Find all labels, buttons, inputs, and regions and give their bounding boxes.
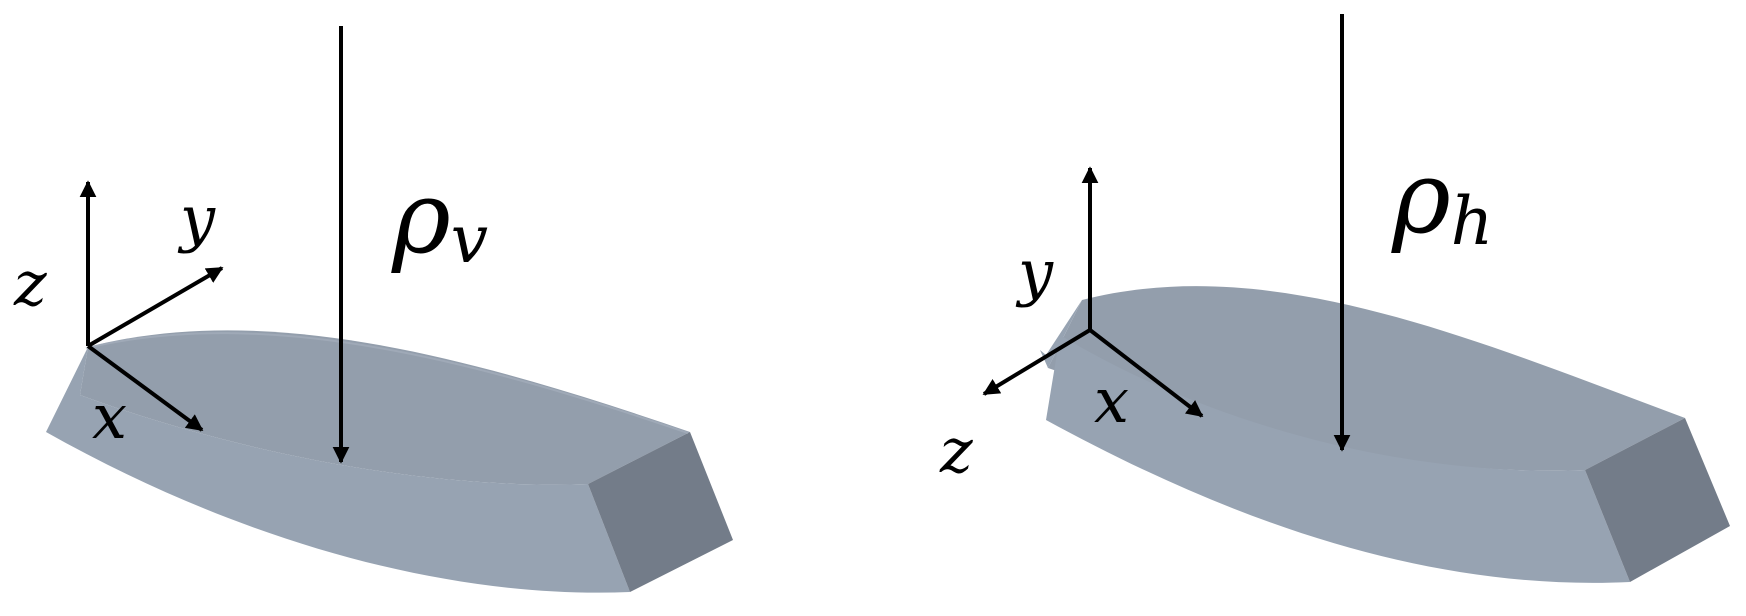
coordinate-axes-right: y z x — [939, 166, 1204, 487]
rho-subscript: v — [451, 201, 488, 278]
coordinate-axes-left: z y x — [13, 180, 224, 453]
beam-end-face — [588, 432, 733, 592]
beam-highlight — [85, 332, 689, 434]
rho-symbol: ρ — [391, 159, 451, 276]
rho-subscript: h — [1451, 183, 1494, 260]
beam-end-face — [1585, 418, 1730, 582]
left-panel: z y x ρv — [13, 26, 733, 593]
curvature-label-left: ρv — [391, 159, 488, 278]
x-axis-label: x — [92, 380, 127, 453]
beam-front-face — [46, 347, 630, 593]
rho-symbol: ρ — [1391, 139, 1451, 256]
beam-top-face — [1048, 286, 1685, 471]
x-axis-label: x — [1094, 364, 1129, 437]
z-axis-label: z — [13, 247, 47, 320]
z-axis-label: z — [939, 414, 973, 487]
x-axis-arrow — [86, 344, 204, 432]
y-axis-label: y — [177, 182, 216, 255]
curved-beam-right — [1040, 286, 1730, 583]
beam-top-face — [80, 330, 690, 485]
x-axis-arrow — [1088, 328, 1204, 418]
right-panel: y z x ρh — [939, 14, 1730, 583]
beam-front-face — [1040, 300, 1082, 368]
y-axis-arrow — [86, 266, 224, 348]
curvature-label-right: ρh — [1391, 139, 1493, 260]
curved-beam-left — [46, 330, 733, 593]
z-axis-arrow — [982, 328, 1092, 396]
y-axis-label: y — [1015, 236, 1054, 309]
beam-front-face-body — [1046, 335, 1630, 583]
